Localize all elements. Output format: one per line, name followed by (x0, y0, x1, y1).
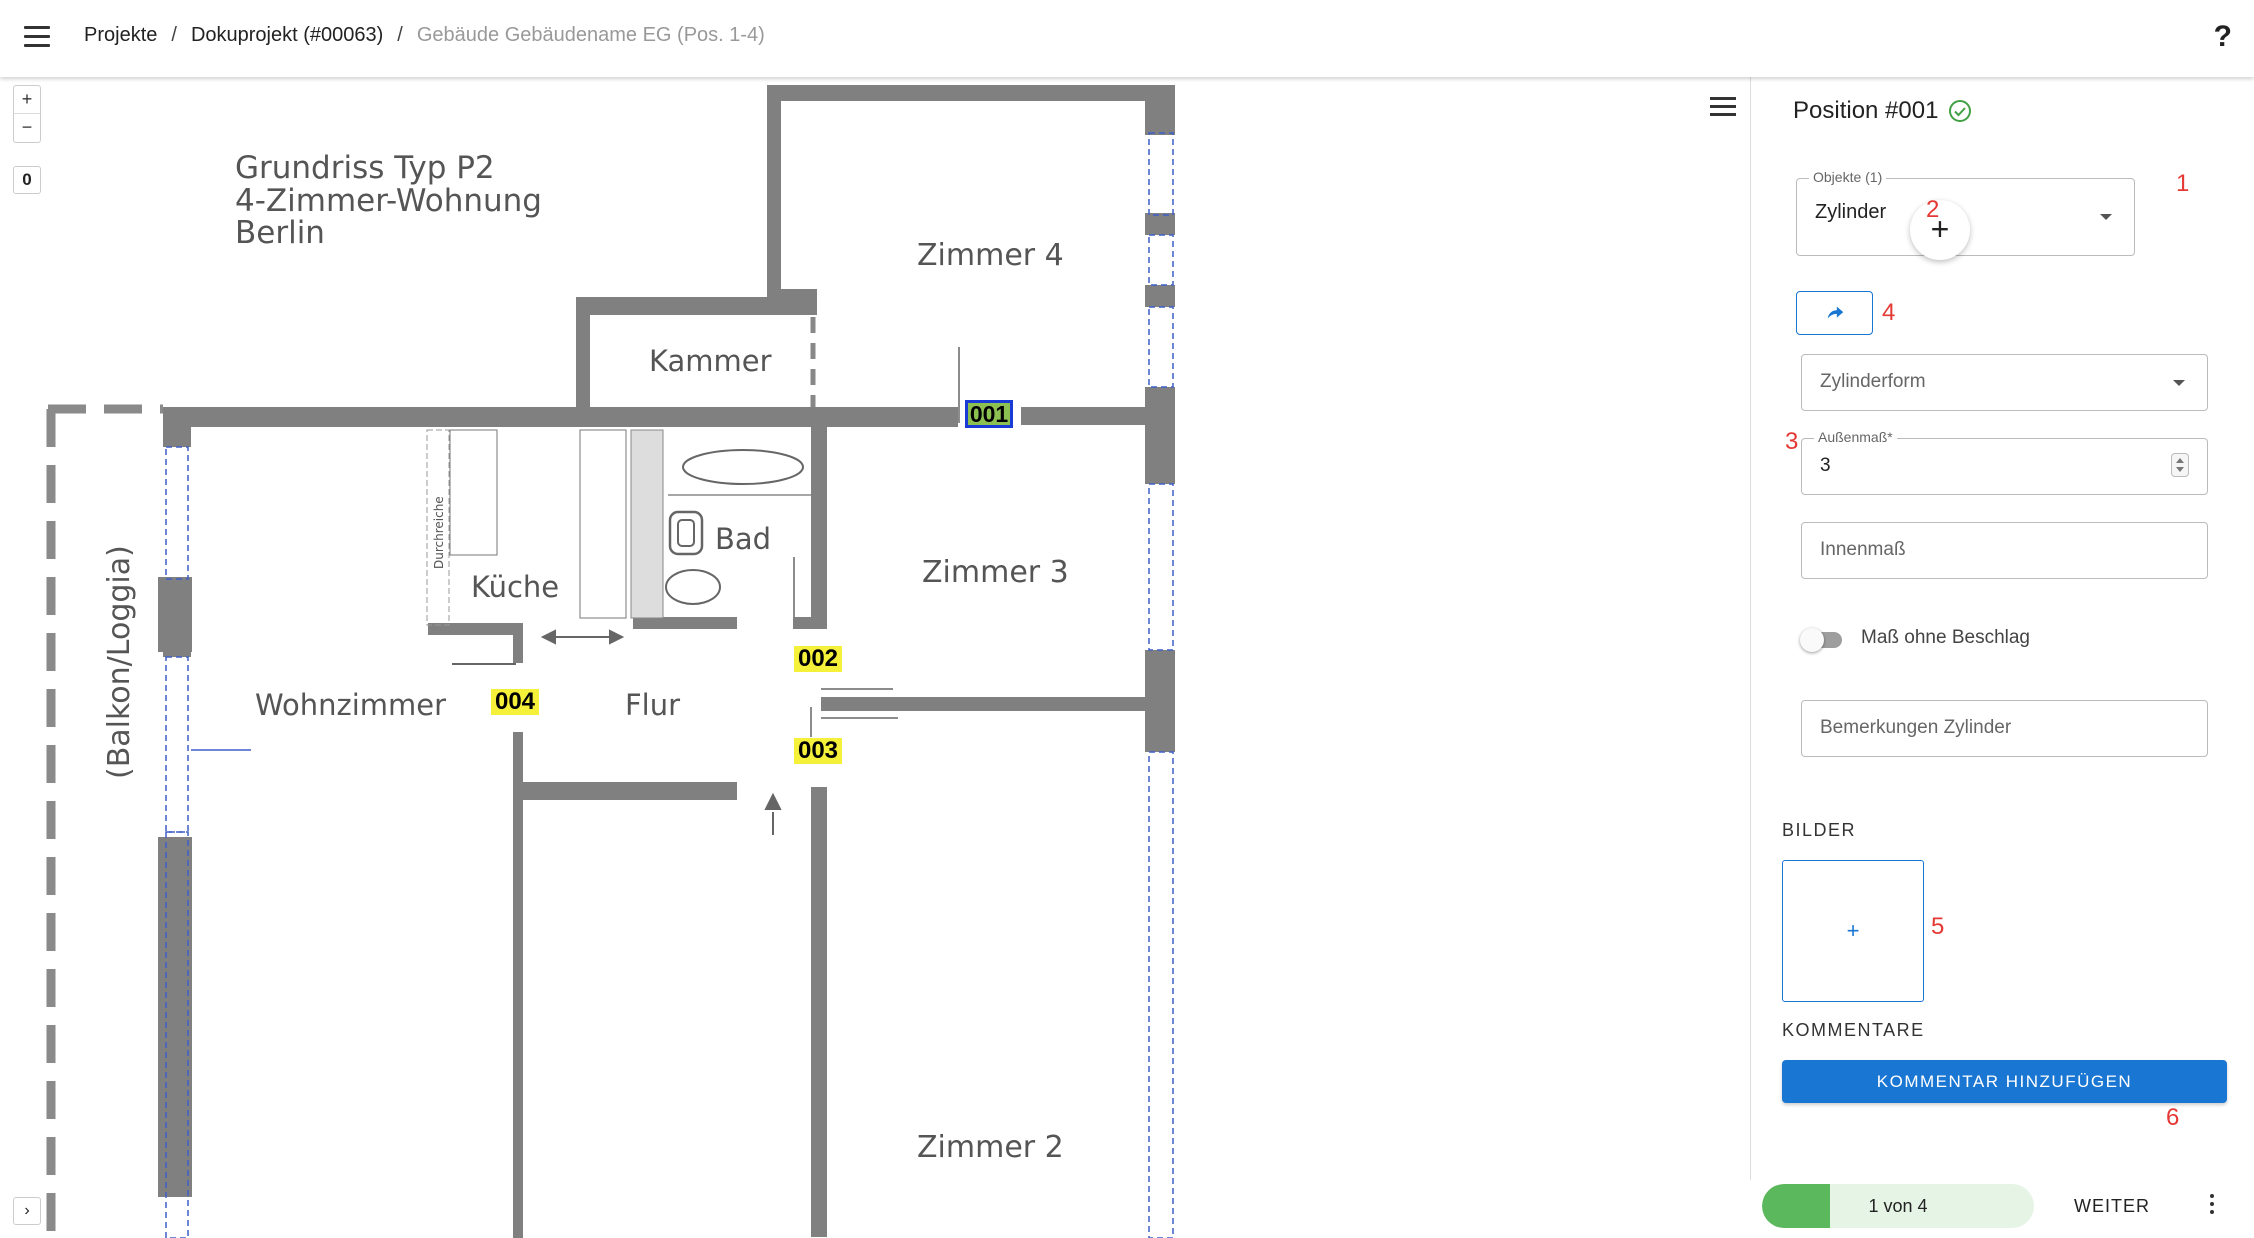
outer-dimension-legend: Außenmaß* (1814, 429, 1897, 445)
annotation-6: 6 (2166, 1104, 2180, 1131)
toggle-thumb (1800, 628, 1824, 652)
position-title: Position #001 (1793, 97, 1939, 124)
chevron-down-icon (2173, 379, 2185, 386)
check-circle-icon (1949, 100, 1972, 122)
breadcrumb-current: Gebäude Gebäudename EG (Pos. 1-4) (416, 24, 765, 46)
durchreiche-outline (426, 429, 450, 626)
images-section-label: BILDER (1782, 820, 1857, 840)
annotation-5: 5 (1931, 913, 1945, 940)
floorplan-title-line1: Grundriss Typ P2 (235, 150, 495, 186)
position-marker-004[interactable]: 004 (491, 689, 539, 715)
room-label-wohnzimmer: Wohnzimmer (255, 688, 446, 722)
walls (158, 85, 1175, 1238)
share-arrow-icon (1827, 306, 1844, 319)
breadcrumb-separator: / (171, 24, 177, 46)
breadcrumb: Projekte / Dokuprojekt (#00063) / Gebäud… (84, 24, 765, 47)
position-marker-002[interactable]: 002 (794, 646, 842, 672)
chevron-down-icon (2100, 214, 2112, 220)
outer-dimension-value: 3 (1820, 455, 1831, 476)
more-vert-icon[interactable] (2202, 1190, 2222, 1224)
panel-title: Position #001 (1793, 97, 1972, 125)
progress-label: 1 von 4 (1868, 1196, 1928, 1216)
room-label-kueche: Küche (471, 570, 559, 604)
position-progress: 1 von 4 (1762, 1184, 2034, 1228)
inner-dimension-field[interactable]: Innenmaß (1801, 522, 2208, 579)
add-object-button[interactable]: + (1910, 200, 1970, 260)
top-app-bar: Projekte / Dokuprojekt (#00063) / Gebäud… (0, 0, 2254, 77)
share-button[interactable] (1796, 291, 1873, 335)
annotation-4: 4 (1882, 299, 1896, 326)
cylinder-form-select[interactable]: Zylinderform (1801, 354, 2208, 411)
outer-dimension-field[interactable]: Außenmaß* 3 (1801, 429, 2208, 495)
panel-footer: 1 von 4 WEITER (1750, 1180, 2254, 1238)
next-button[interactable]: WEITER (2074, 1196, 2150, 1216)
position-marker-001[interactable]: 001 (965, 400, 1013, 428)
room-label-kammer: Kammer (649, 344, 772, 378)
annotation-2: 2 (1926, 196, 1940, 223)
zoom-control: + − (13, 85, 41, 143)
flur-arrows (540, 629, 782, 835)
position-marker-003[interactable]: 003 (794, 738, 842, 764)
room-label-zimmer4: Zimmer 4 (917, 238, 1064, 273)
room-label-bad: Bad (715, 522, 771, 556)
breadcrumb-project[interactable]: Dokuprojekt (#00063) (190, 24, 384, 46)
inner-dimension-placeholder: Innenmaß (1820, 539, 1906, 560)
without-fitting-label: Maß ohne Beschlag (1861, 627, 2030, 648)
annotation-1: 1 (2176, 170, 2190, 197)
layer-count-badge[interactable]: 0 (13, 166, 41, 194)
dotted-column (630, 429, 664, 619)
balcony-outline (46, 404, 163, 1238)
remarks-field[interactable]: Bemerkungen Zylinder (1801, 700, 2208, 757)
add-image-button[interactable]: + (1782, 860, 1924, 1002)
objects-legend: Objekte (1) (1809, 169, 1887, 185)
layer-menu-icon[interactable] (1710, 97, 1736, 117)
progress-fill (1762, 1184, 1830, 1228)
objects-value: Zylinder (1815, 201, 1887, 223)
add-comment-button[interactable]: KOMMENTAR HINZUFÜGEN (1782, 1060, 2227, 1103)
kitchen-grid (449, 429, 627, 619)
floorplan-drawing: Grundriss Typ P2 4-Zimmer-Wohnung Berlin… (46, 85, 1175, 1238)
breadcrumb-projekte[interactable]: Projekte (84, 24, 158, 46)
floorplan-title-line2: 4-Zimmer-Wohnung (235, 183, 542, 219)
without-fitting-toggle[interactable] (1800, 628, 1844, 652)
room-label-balkon: (Balkon/Loggia) (102, 545, 137, 779)
zoom-in-button[interactable]: + (14, 86, 40, 114)
floorplan-map[interactable]: Grundriss Typ P2 4-Zimmer-Wohnung Berlin… (3, 77, 1750, 1238)
zoom-out-button[interactable]: − (21, 117, 33, 137)
number-stepper-icon[interactable] (2171, 453, 2189, 477)
breadcrumb-separator: / (397, 24, 403, 46)
main-menu-icon[interactable] (24, 26, 50, 48)
room-label-zimmer3: Zimmer 3 (922, 555, 1069, 590)
comments-section-label: KOMMENTARE (1782, 1020, 1925, 1040)
floorplan-title-line3: Berlin (235, 215, 325, 251)
remarks-placeholder: Bemerkungen Zylinder (1820, 717, 2012, 738)
annotation-3: 3 (1785, 428, 1799, 455)
help-icon[interactable]: ? (2213, 20, 2232, 53)
expand-panel-button[interactable]: › (13, 1197, 41, 1225)
room-label-zimmer2: Zimmer 2 (917, 1130, 1064, 1165)
cylinder-form-placeholder: Zylinderform (1820, 371, 1926, 392)
room-label-flur: Flur (625, 688, 680, 722)
position-detail-panel: Position #001 (1750, 77, 2254, 1238)
label-durchreiche: Durchreiche (432, 496, 446, 569)
window-outlines (165, 132, 1174, 1238)
